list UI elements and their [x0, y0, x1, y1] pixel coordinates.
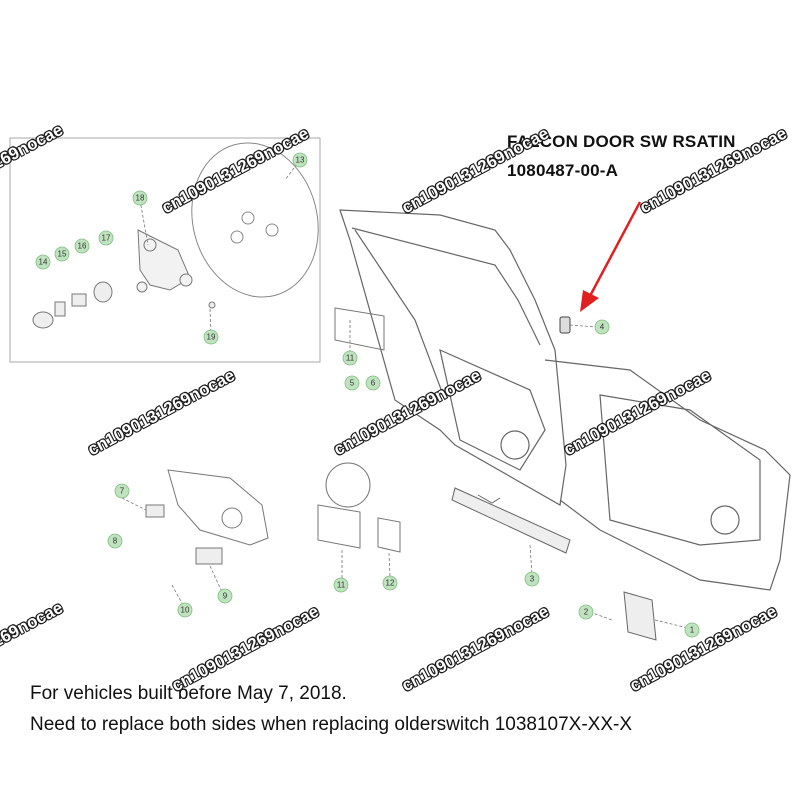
callout-circle	[132, 190, 148, 206]
callout-circle	[98, 230, 114, 246]
callout-label: 11	[346, 354, 355, 363]
small-parts	[32, 281, 216, 329]
callout-label: 7	[120, 487, 125, 496]
callout-label: 8	[113, 537, 118, 546]
regulator-part	[136, 229, 193, 293]
part-number: 1080487-00-A	[507, 161, 619, 180]
flat-pads	[317, 307, 401, 553]
callout-19: 19	[203, 329, 219, 345]
door-switch-part	[559, 316, 571, 334]
callout-label: 9	[223, 592, 228, 601]
callout-circle	[342, 350, 358, 366]
callout-5: 5	[344, 375, 360, 391]
callout-circle	[54, 246, 70, 262]
note-build-date: For vehicles built before May 7, 2018.	[30, 683, 347, 704]
leader-lines	[121, 159, 689, 629]
callout-circle	[344, 375, 360, 391]
callout-8: 8	[107, 533, 123, 549]
callout-10: 10	[177, 602, 193, 618]
red-pointer-arrow	[580, 201, 642, 312]
callout-11: 11	[333, 577, 349, 593]
callout-18: 18	[132, 190, 148, 206]
callout-label: 14	[39, 258, 48, 267]
trim-strip-part	[451, 487, 571, 554]
callout-4: 4	[594, 319, 610, 335]
callout-label: 16	[78, 242, 87, 251]
speaker-cover-part	[191, 142, 319, 298]
callout-circle	[292, 152, 308, 168]
callout-circle	[107, 533, 123, 549]
callout-circle	[333, 577, 349, 593]
callout-label: 6	[371, 379, 376, 388]
callout-3: 3	[524, 571, 540, 587]
callout-circle	[203, 329, 219, 345]
callout-circle	[365, 375, 381, 391]
callout-label: 3	[530, 575, 535, 584]
callout-circle	[578, 604, 594, 620]
callout-14: 14	[35, 254, 51, 270]
callout-circle	[35, 254, 51, 270]
callout-17: 17	[98, 230, 114, 246]
callout-label: 15	[58, 250, 67, 259]
callout-label: 12	[386, 579, 395, 588]
note-replacement: Need to replace both sides when replacin…	[30, 714, 633, 735]
inset-box	[9, 137, 321, 363]
callout-2: 2	[578, 604, 594, 620]
callout-circle	[74, 238, 90, 254]
callout-15: 15	[54, 246, 70, 262]
callout-circle	[382, 575, 398, 591]
callout-label: 19	[207, 333, 216, 342]
callout-label: 2	[584, 608, 589, 617]
lower-left-trim	[145, 469, 269, 565]
callout-label: 1	[690, 626, 695, 635]
callout-13: 13	[292, 152, 308, 168]
callout-9: 9	[217, 588, 233, 604]
callout-circle	[684, 622, 700, 638]
callout-circle	[177, 602, 193, 618]
part-title: FALCON DOOR SW RSATIN	[507, 132, 736, 151]
callout-circle	[217, 588, 233, 604]
callout-16: 16	[74, 238, 90, 254]
callout-11: 11	[342, 350, 358, 366]
callout-6: 6	[365, 375, 381, 391]
callout-7: 7	[114, 483, 130, 499]
callout-circle	[524, 571, 540, 587]
callout-label: 17	[102, 234, 111, 243]
callout-1: 1	[684, 622, 700, 638]
door-frame-outline	[339, 209, 791, 591]
callout-label: 5	[350, 379, 355, 388]
callout-label: 18	[136, 194, 145, 203]
callout-label: 13	[296, 156, 305, 165]
callout-label: 11	[337, 581, 346, 590]
callout-circle	[594, 319, 610, 335]
callout-label: 10	[181, 606, 190, 615]
callout-12: 12	[382, 575, 398, 591]
callout-circle	[114, 483, 130, 499]
module-part	[623, 591, 657, 641]
callout-label: 4	[600, 323, 605, 332]
